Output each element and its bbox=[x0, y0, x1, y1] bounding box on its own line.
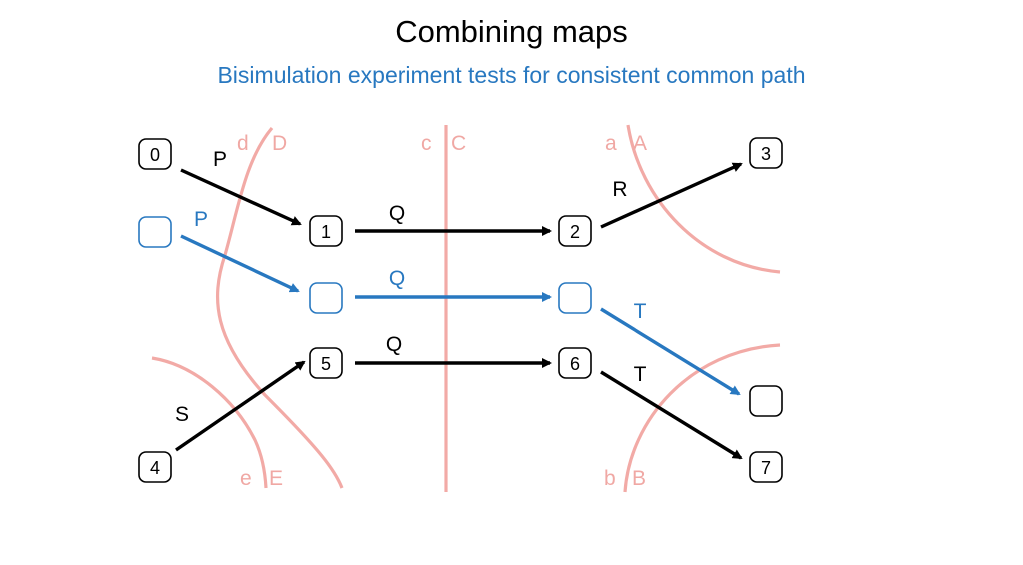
arrow-blue-left-to-mid bbox=[180, 234, 300, 293]
region-label-e: e bbox=[240, 467, 252, 490]
node-7-label: 7 bbox=[761, 458, 771, 478]
node-2-label: 2 bbox=[570, 222, 580, 242]
edge-label-r: R bbox=[612, 178, 627, 201]
edge-label-q-bottom: Q bbox=[386, 333, 402, 356]
region-label-D: D bbox=[272, 132, 287, 155]
node-7: 7 bbox=[749, 451, 783, 483]
node-0-label: 0 bbox=[150, 145, 160, 165]
node-2: 2 bbox=[558, 215, 592, 247]
node-3: 3 bbox=[749, 137, 783, 169]
boundary-a-A bbox=[626, 124, 781, 274]
edge-label-p: P bbox=[213, 148, 227, 171]
page-title: Combining maps bbox=[395, 14, 628, 49]
arrow-4-to-5 bbox=[175, 360, 306, 452]
edge-label-t: T bbox=[634, 363, 647, 386]
region-label-C: C bbox=[451, 132, 466, 155]
node-5-label: 5 bbox=[321, 354, 331, 374]
region-label-A: A bbox=[633, 132, 647, 155]
node-blank-blue-right bbox=[558, 282, 592, 314]
edge-label-q-blue: Q bbox=[389, 267, 405, 290]
node-4-label: 4 bbox=[150, 458, 160, 478]
node-4: 4 bbox=[138, 451, 172, 483]
node-6-label: 6 bbox=[570, 354, 580, 374]
region-label-d: d bbox=[237, 132, 249, 155]
edge-label-s: S bbox=[175, 403, 189, 426]
node-5: 5 bbox=[309, 347, 343, 379]
node-3-label: 3 bbox=[761, 144, 771, 164]
edge-label-p-blue: P bbox=[194, 208, 208, 231]
arrow-6-to-7 bbox=[600, 370, 743, 460]
node-blank-black-end bbox=[749, 385, 783, 417]
node-0: 0 bbox=[138, 138, 172, 170]
boundary-b-B bbox=[623, 343, 781, 493]
region-label-c: c bbox=[421, 132, 432, 155]
region-label-E: E bbox=[269, 467, 283, 490]
node-6: 6 bbox=[558, 347, 592, 379]
node-1: 1 bbox=[309, 215, 343, 247]
boundary-d-D bbox=[215, 126, 344, 489]
node-blank-blue-mid bbox=[309, 282, 343, 314]
edge-label-q-top: Q bbox=[389, 202, 405, 225]
arrow-blue-right-to-end bbox=[600, 307, 741, 396]
page-subtitle: Bisimulation experiment tests for consis… bbox=[217, 62, 806, 88]
node-blank-blue-left bbox=[138, 216, 172, 248]
arrow-0-to-1 bbox=[180, 168, 302, 226]
region-label-a: a bbox=[605, 132, 617, 155]
region-label-b: b bbox=[604, 467, 616, 490]
region-label-B: B bbox=[632, 467, 646, 490]
edge-label-t-blue: T bbox=[634, 300, 647, 323]
boundary-e-E bbox=[151, 356, 268, 489]
arrow-2-to-3 bbox=[600, 162, 743, 229]
node-1-label: 1 bbox=[321, 222, 331, 242]
